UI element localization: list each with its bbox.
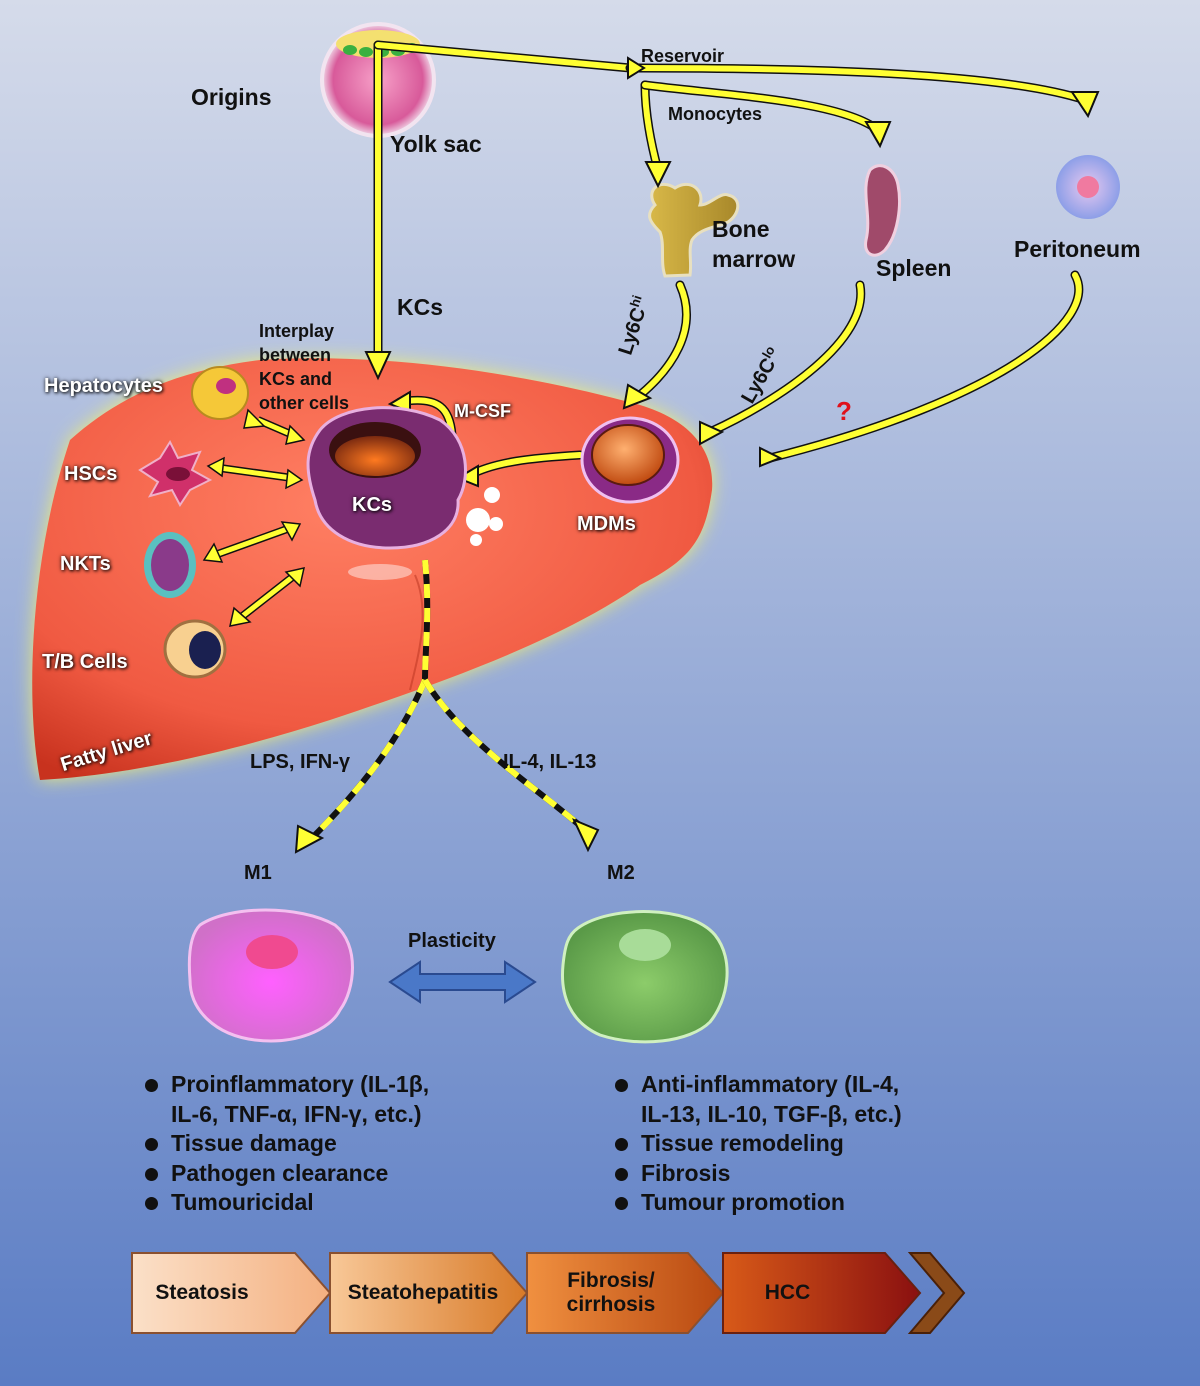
yolk-sac-label: Yolk sac bbox=[390, 131, 482, 157]
stage-arrow-steatosis bbox=[131, 1252, 332, 1334]
m2-function-list: Anti-inflammatory (IL-4, IL-13, IL-10, T… bbox=[613, 1070, 902, 1218]
kcs-origin-label: KCs bbox=[397, 294, 444, 320]
bone-marrow-label-line1: Bone bbox=[712, 216, 770, 242]
m2-function-item: Anti-inflammatory (IL-4, IL-13, IL-10, T… bbox=[613, 1070, 902, 1129]
origin-arrows bbox=[373, 40, 1090, 480]
spleen-label: Spleen bbox=[876, 255, 952, 281]
stage-text-line1: Fibrosis/ bbox=[567, 1269, 655, 1292]
bullet-icon bbox=[615, 1079, 628, 1092]
stage-label-steatohepatitis: Steatohepatitis bbox=[334, 1281, 512, 1305]
m1-function-item: Proinflammatory (IL-1β, IL-6, TNF-α, IFN… bbox=[143, 1070, 429, 1129]
stage-label-fibrosis: Fibrosis/ cirrhosis bbox=[536, 1269, 686, 1317]
origins-title: Origins bbox=[191, 84, 272, 110]
m2-function-item: Tissue remodeling bbox=[613, 1129, 902, 1159]
bullet-icon bbox=[615, 1167, 628, 1181]
stage-arrow-hcc bbox=[722, 1252, 922, 1334]
m1-label: M1 bbox=[244, 862, 272, 884]
polarization-arrows bbox=[307, 559, 587, 843]
reservoir-label: Reservoir bbox=[641, 46, 725, 66]
kcs-cell-label: KCs bbox=[352, 494, 393, 516]
monocytes-label: Monocytes bbox=[668, 104, 763, 124]
bone-marrow-label-line2: marrow bbox=[712, 246, 796, 272]
m1-function-text: Pathogen clearance bbox=[171, 1159, 389, 1186]
interplay-arrows bbox=[213, 416, 298, 622]
m1-function-item: Tissue damage bbox=[143, 1129, 429, 1159]
plasticity-label: Plasticity bbox=[408, 930, 496, 952]
stage-text-line2: cirrhosis bbox=[566, 1293, 656, 1316]
bullet-icon bbox=[145, 1138, 158, 1151]
polarization-arrowheads bbox=[294, 818, 600, 854]
mdm-cell-icon bbox=[580, 416, 680, 504]
stage-label-steatosis: Steatosis bbox=[132, 1281, 272, 1305]
bullet-icon bbox=[145, 1079, 158, 1092]
interplay-line1: Interplay bbox=[259, 321, 335, 341]
mcsf-label: M-CSF bbox=[454, 401, 511, 421]
interplay-line2: between bbox=[259, 345, 332, 365]
tb-cell-icon bbox=[163, 619, 227, 679]
m1-function-item: Pathogen clearance bbox=[143, 1159, 429, 1189]
m1-stimuli-label: LPS, IFN-γ bbox=[250, 751, 351, 773]
stage-arrow-steatohepatitis bbox=[329, 1252, 529, 1334]
nkts-label: NKTs bbox=[60, 553, 111, 575]
hepatocyte-cell-icon bbox=[191, 366, 249, 420]
peritoneum-label: Peritoneum bbox=[1014, 236, 1141, 262]
m2-function-text: Tumour promotion bbox=[641, 1189, 845, 1215]
m2-function-text: Fibrosis bbox=[641, 1159, 731, 1186]
m2-label: M2 bbox=[607, 862, 635, 884]
plasticity-arrow-icon bbox=[388, 960, 537, 1004]
interplay-line4: other cells bbox=[259, 393, 350, 413]
interplay-arrowheads bbox=[202, 408, 306, 627]
peritoneum-cell-icon bbox=[1056, 155, 1120, 219]
unknown-route-question-mark: ? bbox=[836, 396, 852, 426]
bullet-icon bbox=[145, 1167, 158, 1181]
m2-stimuli-label: IL-4, IL-13 bbox=[503, 751, 597, 773]
tb-cells-label: T/B Cells bbox=[42, 651, 128, 673]
interplay-line3: KCs and bbox=[259, 369, 333, 389]
liver-fold bbox=[409, 574, 424, 691]
spleen-icon bbox=[864, 164, 901, 257]
nkt-cell-icon bbox=[144, 532, 196, 598]
m1-function-text: Tissue damage bbox=[171, 1130, 337, 1156]
stage-arrows bbox=[131, 1252, 966, 1334]
m2-function-item: Tumour promotion bbox=[613, 1188, 902, 1218]
stage-chevron-icon bbox=[907, 1252, 966, 1334]
m1-function-text: Tumouricidal bbox=[171, 1189, 314, 1215]
m1-function-list: Proinflammatory (IL-1β, IL-6, TNF-α, IFN… bbox=[143, 1070, 429, 1218]
m1-function-text: Proinflammatory (IL-1β, IL-6, TNF-α, IFN… bbox=[171, 1071, 430, 1127]
liver-highlight bbox=[348, 564, 412, 580]
mdms-label: MDMs bbox=[577, 513, 636, 535]
hscs-label: HSCs bbox=[64, 463, 118, 485]
m2-function-item: Fibrosis bbox=[613, 1159, 902, 1189]
m2-function-text: Tissue remodeling bbox=[641, 1130, 844, 1156]
stage-text-line1: HCC bbox=[764, 1281, 811, 1304]
m2-cell-icon bbox=[560, 910, 729, 1044]
stage-label-hcc: HCC bbox=[740, 1281, 835, 1305]
m2-function-text: Anti-inflammatory (IL-4, IL-13, IL-10, T… bbox=[641, 1071, 902, 1127]
m1-function-item: Tumouricidal bbox=[143, 1188, 429, 1218]
hepatocytes-label: Hepatocytes bbox=[44, 375, 163, 397]
m1-cell-icon bbox=[187, 908, 354, 1043]
bullet-icon bbox=[615, 1138, 628, 1151]
bullet-icon bbox=[145, 1197, 158, 1210]
stage-text-line1: Steatohepatitis bbox=[347, 1281, 499, 1304]
origin-arrowheads bbox=[364, 56, 1100, 488]
hsc-cell-icon bbox=[138, 439, 213, 507]
stage-arrow-fibrosis bbox=[526, 1252, 725, 1334]
lipid-droplets-icon bbox=[466, 487, 503, 546]
bone-marrow-icon bbox=[648, 182, 740, 278]
stage-text-line1: Steatosis bbox=[155, 1281, 249, 1304]
bullet-icon bbox=[615, 1197, 628, 1210]
kc-cell-icon bbox=[306, 406, 467, 550]
